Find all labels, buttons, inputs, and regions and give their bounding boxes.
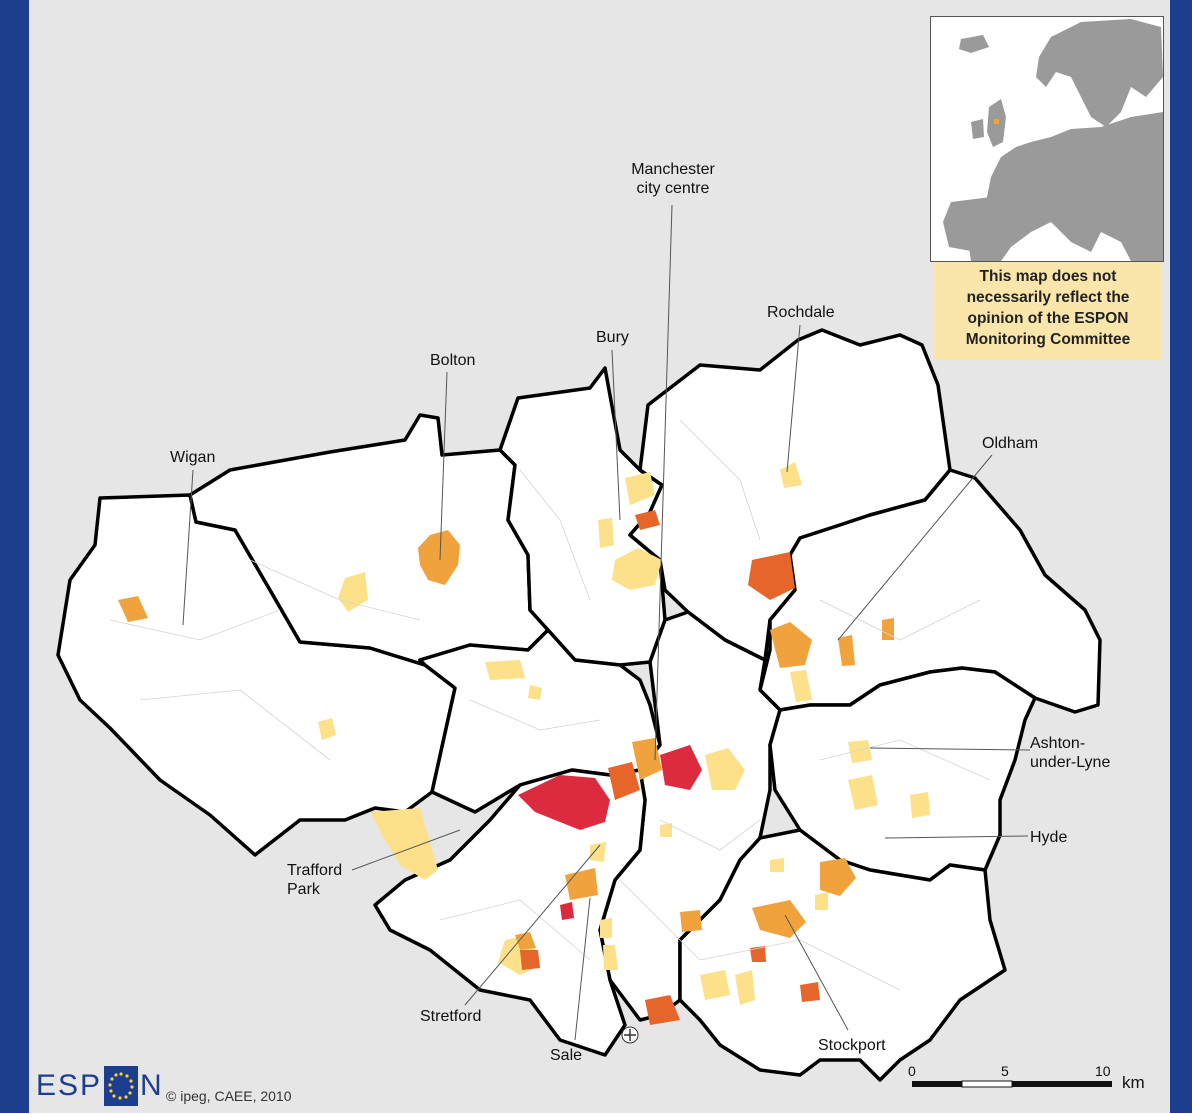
- label-bolton: Bolton: [430, 352, 476, 369]
- label-trafford-line1: Trafford: [287, 862, 343, 879]
- label-manchester: Manchester city centre: [610, 160, 736, 198]
- area-darkorange: [645, 995, 680, 1025]
- area-orange: [515, 932, 536, 950]
- area-light: [625, 472, 655, 505]
- label-manchester-line1: Manchester: [631, 161, 715, 178]
- area-red: [518, 775, 610, 830]
- area-light: [910, 792, 930, 818]
- area-red: [560, 902, 574, 920]
- area-light: [815, 892, 828, 910]
- ward-lines: [109, 419, 991, 991]
- area-orange: [770, 622, 812, 668]
- area-light: [612, 548, 662, 590]
- scale-label-5: 5: [1001, 1063, 1009, 1079]
- disclaimer-line4: Monitoring Committee: [965, 331, 1131, 348]
- area-darkorange: [520, 950, 540, 970]
- leader-lines: [182, 204, 1031, 1041]
- area-orange: [680, 910, 702, 932]
- area-light: [338, 572, 368, 612]
- area-orange: [882, 618, 894, 640]
- scale-bar: [912, 1080, 1112, 1088]
- classified-areas: [118, 462, 930, 1025]
- scale-unit: km: [1122, 1073, 1145, 1092]
- area-light: [700, 970, 730, 1000]
- district-boundaries: [56, 328, 1102, 1082]
- label-trafford: Trafford Park: [287, 861, 342, 899]
- area-light: [598, 518, 614, 548]
- logo-text-right: N: [140, 1069, 164, 1102]
- area-darkorange: [748, 552, 795, 600]
- airport-icon: [621, 1026, 639, 1044]
- inset-iberia: [943, 197, 996, 252]
- inset-map: [930, 16, 1164, 262]
- area-light: [318, 718, 336, 740]
- copyright: © ipeg, CAEE, 2010: [166, 1088, 292, 1104]
- logo-text-left: ESP: [36, 1069, 103, 1102]
- label-oldham: Oldham: [982, 435, 1039, 452]
- area-orange: [820, 858, 856, 896]
- area-orange: [418, 530, 460, 585]
- area-light: [705, 748, 745, 790]
- label-stretford: Stretford: [420, 1008, 482, 1025]
- left-border: [0, 0, 29, 1113]
- inset-continent: [966, 112, 1163, 261]
- disclaimer-box: This map does not necessarily reflect th…: [934, 262, 1162, 360]
- area-orange: [118, 596, 148, 622]
- district-stockport: [678, 828, 1007, 1082]
- label-ashton-line1: Ashton-: [1030, 735, 1086, 752]
- area-light: [770, 858, 784, 872]
- area-light: [780, 462, 802, 488]
- label-sale: Sale: [550, 1047, 583, 1064]
- disclaimer-line1: This map does not: [979, 268, 1117, 285]
- label-stockport: Stockport: [818, 1037, 886, 1054]
- area-light: [600, 918, 612, 938]
- inset-europe-svg: [943, 19, 1163, 261]
- disclaimer-line3: opinion of the ESPON: [967, 310, 1129, 327]
- area-light: [848, 775, 878, 810]
- label-ashton: Ashton- under-Lyne: [1030, 734, 1110, 772]
- area-orange: [632, 738, 662, 780]
- district-trafford: [373, 768, 647, 1057]
- inset-scandinavia: [1036, 19, 1163, 127]
- label-hyde: Hyde: [1030, 829, 1068, 846]
- area-light: [485, 660, 525, 680]
- area-light: [603, 945, 618, 970]
- label-rochdale: Rochdale: [767, 304, 835, 321]
- area-light: [735, 970, 755, 1005]
- area-light: [660, 823, 672, 837]
- scale-label-0: 0: [908, 1063, 916, 1079]
- inset-ireland: [971, 119, 984, 139]
- area-light: [370, 808, 438, 880]
- right-border: [1170, 0, 1192, 1113]
- area-red: [660, 745, 702, 790]
- scale-label-10: 10: [1095, 1063, 1111, 1079]
- area-darkorange: [608, 762, 640, 800]
- area-light: [848, 740, 872, 763]
- label-ashton-line2: under-Lyne: [1030, 754, 1111, 771]
- area-light: [590, 842, 606, 862]
- label-bury: Bury: [596, 329, 629, 346]
- area-darkorange: [635, 510, 660, 530]
- area-darkorange: [800, 982, 820, 1002]
- inset-manchester-marker: [994, 119, 999, 124]
- label-trafford-line2: Park: [287, 881, 320, 898]
- disclaimer-line2: necessarily reflect the: [966, 289, 1130, 306]
- inset-iceland: [959, 35, 989, 53]
- area-light: [790, 670, 812, 702]
- area-light: [528, 685, 542, 700]
- espon-logo: ESP N: [36, 1064, 164, 1108]
- area-orange: [838, 635, 855, 666]
- label-manchester-line2: city centre: [636, 180, 710, 197]
- label-wigan: Wigan: [170, 449, 216, 466]
- eu-stars-icon: [104, 1066, 139, 1106]
- area-darkorange: [750, 946, 766, 962]
